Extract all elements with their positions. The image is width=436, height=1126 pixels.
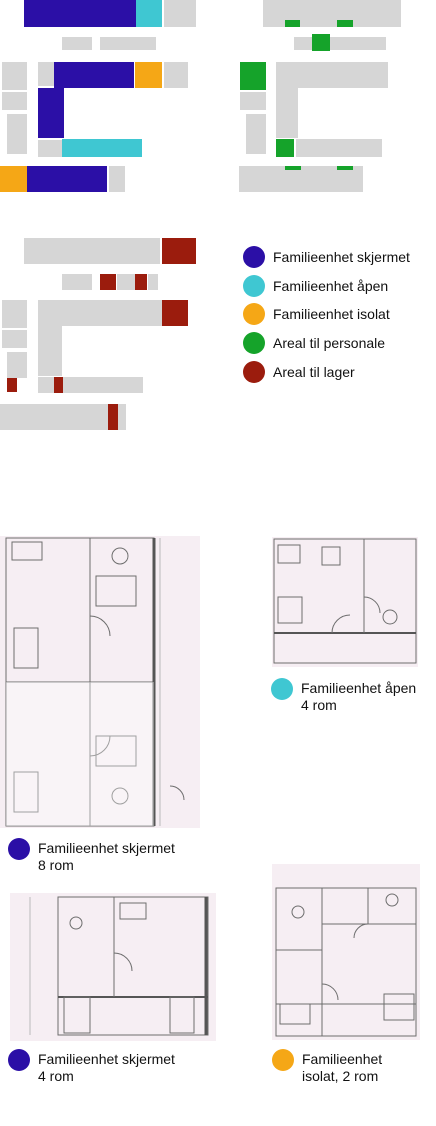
- block-skjermet-vertical: [38, 88, 64, 138]
- block-apen-lower: [62, 139, 142, 157]
- block-personale-mid: [312, 34, 330, 51]
- floor-diagram-family-units: [0, 0, 200, 200]
- legend-label: Areal til lager: [273, 364, 355, 380]
- block-isolat-lower: [0, 166, 27, 192]
- legend-swatch: [243, 361, 265, 383]
- floor-plan-skjermet-4: [10, 893, 216, 1041]
- caption-count: isolat, 2 rom: [302, 1068, 379, 1084]
- caption-count: 8 rom: [38, 857, 74, 873]
- block-lager-bottom: [108, 404, 118, 430]
- caption-plan-1: Familieenhet skjermet 8 rom: [8, 838, 208, 878]
- floor-diagram-storage-areas: [0, 230, 220, 440]
- legend-swatch: [243, 246, 265, 268]
- caption-count: 4 rom: [301, 697, 337, 713]
- legend-item-apen: Familieenhet åpen: [243, 275, 388, 297]
- block-lager-right: [162, 300, 188, 326]
- block-lager-top: [162, 238, 196, 264]
- caption-name: Familieenhet åpen: [301, 680, 417, 696]
- caption-plan-3: Familieenhet skjermet 4 rom: [8, 1049, 208, 1089]
- caption-name: Familieenhet: [302, 1051, 383, 1067]
- legend-label: Familieenhet åpen: [273, 278, 389, 294]
- block-skjermet-top: [24, 0, 136, 27]
- legend-item-skjermet: Familieenhet skjermet: [243, 246, 410, 268]
- floor-plan-apen-4: [272, 537, 418, 667]
- legend-label: Familieenhet skjermet: [273, 249, 410, 265]
- block-personale-lower: [276, 139, 294, 157]
- block-skjermet-lower: [27, 166, 107, 192]
- legend-item-lager: Areal til lager: [243, 361, 355, 383]
- caption-count: 4 rom: [38, 1068, 74, 1084]
- block-apen-top: [136, 0, 162, 27]
- legend-item-isolat: Familieenhet isolat: [243, 303, 390, 325]
- block-personale-top-b: [337, 20, 353, 27]
- floor-diagram-staff-areas: [230, 0, 436, 200]
- legend-item-personale: Areal til personale: [243, 332, 385, 354]
- legend-swatch: [243, 303, 265, 325]
- block-lager-mid-a: [100, 274, 116, 290]
- block-personale-left: [240, 62, 266, 90]
- caption-swatch: [8, 1049, 30, 1071]
- block-personale-top-a: [285, 20, 300, 27]
- caption-name: Familieenhet skjermet: [38, 1051, 175, 1067]
- block-lager-lower: [54, 377, 63, 393]
- caption-plan-2: Familieenhet åpen 4 rom: [271, 678, 436, 718]
- block-lager-mid-b: [135, 274, 147, 290]
- caption-name: Familieenhet skjermet: [38, 840, 175, 856]
- floor-plan-isolat-2: [272, 864, 420, 1040]
- caption-plan-4: Familieenhet isolat, 2 rom: [272, 1049, 436, 1089]
- caption-swatch: [271, 678, 293, 700]
- legend-label: Areal til personale: [273, 335, 386, 351]
- floor-plan-skjermet-8: [0, 536, 200, 828]
- caption-swatch: [272, 1049, 294, 1071]
- block-isolat-upper: [135, 62, 162, 88]
- legend-swatch: [243, 332, 265, 354]
- caption-swatch: [8, 838, 30, 860]
- legend-swatch: [243, 275, 265, 297]
- block-lager-left: [7, 378, 17, 392]
- block-skjermet-upper: [54, 62, 134, 88]
- legend-label: Familieenhet isolat: [273, 306, 390, 322]
